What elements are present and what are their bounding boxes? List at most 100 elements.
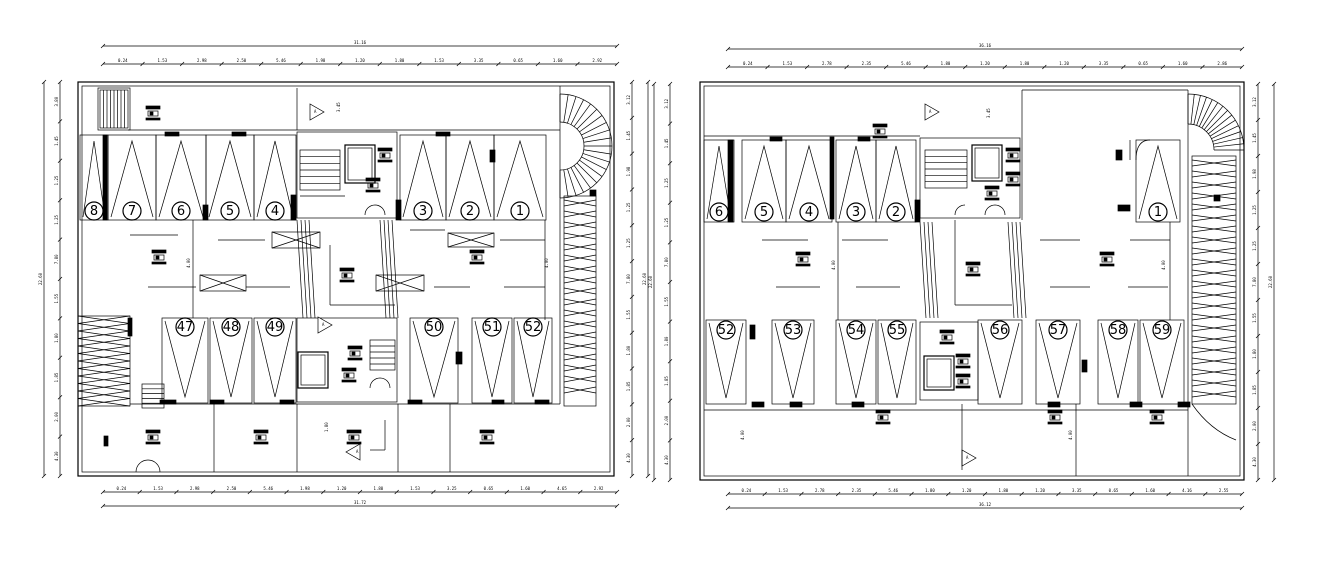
parking-number-label: 4 — [805, 205, 813, 220]
car-direction-mark — [496, 139, 544, 218]
ramp-hatch — [77, 375, 131, 384]
ramp-hatch — [563, 309, 597, 317]
fixture-fill — [345, 373, 350, 378]
shaft-cross — [199, 274, 247, 292]
dimension-tick — [1200, 64, 1205, 70]
ramp-line — [1011, 221, 1019, 319]
straight-ramp-right — [1191, 159, 1237, 398]
structural-column — [103, 435, 109, 447]
fixture-fill — [799, 257, 804, 262]
ramp-hatch — [1191, 170, 1237, 178]
fixture-bar — [1149, 409, 1165, 414]
dimension-label: 1.20 — [337, 486, 347, 491]
dimension-tick — [219, 61, 224, 67]
ramp-hatch — [563, 364, 597, 372]
dimension-label: 0.65 — [513, 58, 523, 63]
overall-dimension-label: 22.60 — [642, 272, 647, 285]
parking-number-label: 5 — [226, 204, 234, 219]
parking-number-label: 57 — [1050, 323, 1067, 338]
fire-equipment-icon — [984, 185, 1000, 201]
car-direction-mark — [1142, 322, 1182, 399]
dimension-label: 5.46 — [901, 61, 911, 66]
ramp-hatch — [563, 210, 597, 218]
car-direction-mark — [838, 145, 874, 220]
car-direction-mark — [256, 320, 294, 398]
dimension-tick — [962, 64, 968, 70]
fixture-bar — [145, 117, 161, 121]
dimension-label: 1.45 — [54, 136, 59, 146]
dimension-label: 7.80 — [626, 274, 631, 284]
elevator-shaft — [344, 144, 376, 184]
dimension-label: 1.98 — [1252, 169, 1257, 179]
fixture-fill — [369, 183, 374, 188]
section-marker-icon: A — [309, 103, 325, 121]
fixture-bar — [479, 429, 495, 434]
dimension-label: 7.80 — [54, 254, 59, 264]
stair-flight — [299, 149, 341, 191]
structural-column — [164, 131, 180, 137]
dimension-label: 1.80 — [374, 486, 384, 491]
car-direction-mark — [788, 144, 830, 220]
ramp-hatch — [1191, 247, 1237, 255]
ventilation-shaft — [271, 231, 321, 249]
dimension-tick — [725, 505, 731, 511]
fixture-box — [797, 256, 809, 263]
dimension-tick — [1255, 225, 1261, 231]
dimension-tick — [629, 258, 635, 264]
ramp-hatch — [1191, 159, 1237, 167]
dimension-tick — [982, 491, 988, 497]
bay-outline — [877, 319, 917, 405]
fire-equipment-icon — [795, 251, 811, 267]
ramp-step — [581, 122, 607, 136]
structural-column — [1129, 401, 1143, 408]
car-direction-mark — [516, 320, 550, 398]
ramp-hatch — [563, 331, 597, 339]
fixture-bar — [955, 353, 971, 358]
ramp-hatch — [77, 353, 131, 362]
dimension-tick — [629, 151, 635, 156]
fire-equipment-icon — [479, 429, 495, 445]
ramp-step — [567, 96, 577, 124]
ramp-step — [579, 115, 603, 133]
dimension-tick — [629, 437, 635, 443]
dimension-label: 1.80 — [925, 488, 935, 493]
car-direction-mark — [744, 144, 784, 220]
fixture-fill — [351, 351, 356, 356]
parking-number: 55 — [887, 320, 907, 340]
fixture-bar — [253, 429, 269, 434]
dimension-tick — [725, 64, 731, 70]
right-dimension-chain: 3.121.451.981.251.257.801.551.801.852.00… — [626, 79, 651, 479]
dimension-tick — [651, 477, 657, 483]
fixture-fill — [149, 435, 154, 440]
dimension-tick — [651, 81, 657, 87]
structural-column — [1081, 359, 1088, 373]
door-swing — [954, 204, 966, 216]
dimension-tick — [467, 489, 473, 495]
parking-number: 59 — [1152, 320, 1172, 340]
elevator-shaft — [971, 144, 1003, 182]
fixture-bar — [347, 357, 363, 361]
overall-dimension-label: 22.60 — [648, 275, 653, 288]
fixture-bar — [479, 441, 495, 445]
parking-number-label: 58 — [1110, 323, 1127, 338]
fixture-bar — [955, 385, 971, 389]
parking-number: 50 — [424, 317, 444, 337]
fixture-fill — [257, 435, 262, 440]
parking-number-circle — [171, 201, 191, 221]
section-marker-icon: A — [345, 443, 361, 461]
ramp-hatch — [1191, 357, 1237, 365]
section-flag — [309, 103, 325, 121]
dimension-label: 1.53 — [778, 488, 788, 493]
fixture-bar — [347, 345, 363, 350]
dimension-tick — [667, 160, 673, 166]
elevator-car — [926, 358, 952, 388]
dimension-label: 2.78 — [822, 61, 832, 66]
bay-outline — [703, 139, 735, 223]
ramp-step — [1203, 105, 1224, 130]
shaft-cross — [271, 231, 321, 249]
ramp-hatch — [1191, 313, 1237, 321]
ramp-hatch — [77, 330, 131, 339]
dimension-tick — [667, 319, 673, 324]
parking-number-label: 52 — [718, 323, 735, 338]
dimension-label: 7.80 — [664, 257, 669, 267]
